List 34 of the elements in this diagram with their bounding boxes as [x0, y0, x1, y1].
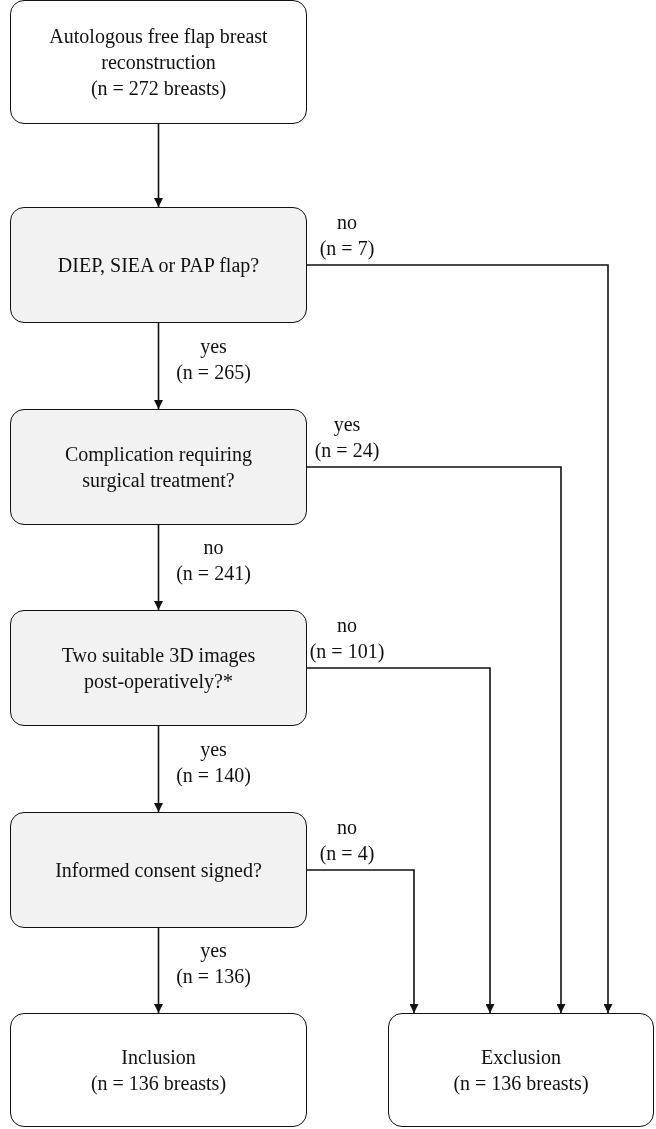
- arrow: [154, 123, 163, 208]
- node-text: Complication requiring surgical treatment?: [63, 442, 254, 493]
- node-text: DIEP, SIEA or PAP flap?: [57, 253, 260, 278]
- edge-label: no (n = 7): [319, 210, 375, 261]
- edge-label: yes (n = 24): [314, 412, 380, 463]
- node-text: (n = 136 breasts): [90, 1071, 227, 1096]
- edge-label: yes (n = 136): [176, 938, 251, 989]
- arrow: [154, 927, 163, 1014]
- decision-box: [10, 812, 307, 928]
- edge-label: yes (n = 140): [176, 737, 251, 788]
- decision-box: [10, 409, 307, 525]
- decision-box: [10, 207, 307, 323]
- edge-label: yes (n = 265): [176, 334, 251, 385]
- arrow: [154, 725, 163, 813]
- arrow: [154, 322, 163, 410]
- node-text: Inclusion: [121, 1045, 196, 1070]
- decision-box: [10, 610, 307, 726]
- arrow: [154, 524, 163, 611]
- edge-label: no (n = 4): [319, 815, 375, 866]
- node-text: (n = 136 breasts): [453, 1071, 589, 1096]
- arrow: [306, 667, 495, 1014]
- terminal-box: [10, 0, 307, 124]
- edge-label: no (n = 241): [176, 535, 251, 586]
- edge-label: no (n = 101): [309, 613, 385, 664]
- terminal-box: [10, 1013, 307, 1127]
- node-text: Autologous free flap breast reconstruction: [48, 24, 269, 75]
- node-text: (n = 272 breasts): [90, 76, 227, 101]
- node-text: Informed consent signed?: [55, 858, 262, 883]
- node-text: Exclusion: [481, 1045, 561, 1070]
- arrow: [306, 869, 419, 1014]
- arrow: [306, 264, 613, 1014]
- terminal-box: [388, 1013, 654, 1127]
- node-text: Two suitable 3D images post-operatively?*: [60, 643, 257, 694]
- arrow: [306, 466, 566, 1014]
